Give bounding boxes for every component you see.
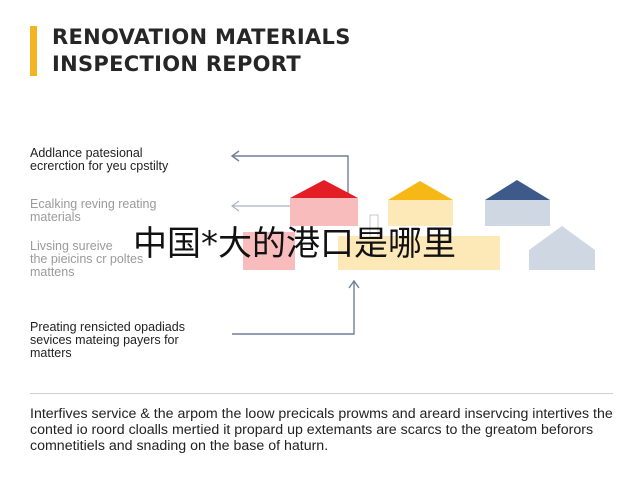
house-icon-navy [485, 180, 550, 226]
callout-4-line-3: matters [30, 346, 72, 360]
lower-block-pink [243, 232, 295, 270]
arrow-connector-2 [230, 200, 290, 212]
title-accent-bar [30, 26, 37, 76]
house-icon-light [529, 226, 595, 270]
callout-2: Ecalking reving reating materials [30, 198, 156, 224]
callout-3-line-1: Livsing sureive [30, 239, 113, 253]
house-icon-red [290, 180, 358, 226]
callout-1: Addlance patesional ecrerction for yeu c… [30, 147, 168, 173]
callout-2-line-2: materials [30, 210, 81, 224]
report-title-line-2: INSPECTION REPORT [52, 52, 301, 76]
callout-4-line-2: sevices mateing payers for [30, 333, 179, 347]
section-divider [30, 393, 613, 394]
callout-3-line-2: the pieicins cr poltes [30, 252, 144, 266]
lower-block-cream [338, 236, 500, 270]
lower-divider-mark [369, 214, 379, 238]
overlay-question-text: 中国*大的港口是哪里 [133, 224, 456, 264]
arrow-connector-3 [232, 279, 360, 335]
house-icon-yellow [388, 181, 453, 226]
report-title: RENOVATION MATERIALS INSPECTION REPORT [52, 24, 351, 78]
report-title-line-1: RENOVATION MATERIALS [52, 25, 351, 49]
callout-3: Livsing sureive the pieicins cr poltes m… [30, 240, 143, 279]
callout-4-line-1: Preating rensicted opadiads [30, 320, 185, 334]
callout-3-line-3: mattens [30, 265, 75, 279]
arrow-connector-1 [230, 150, 349, 196]
callout-1-line-2: ecrerction for yeu cpstilty [30, 159, 169, 173]
callout-1-line-1: Addlance patesional [30, 146, 143, 160]
callout-4: Preating rensicted opadiads sevices mate… [30, 321, 185, 360]
footer-paragraph: Interfives service & the arpom the loow … [30, 406, 613, 454]
callout-2-line-1: Ecalking reving reating [30, 197, 157, 211]
